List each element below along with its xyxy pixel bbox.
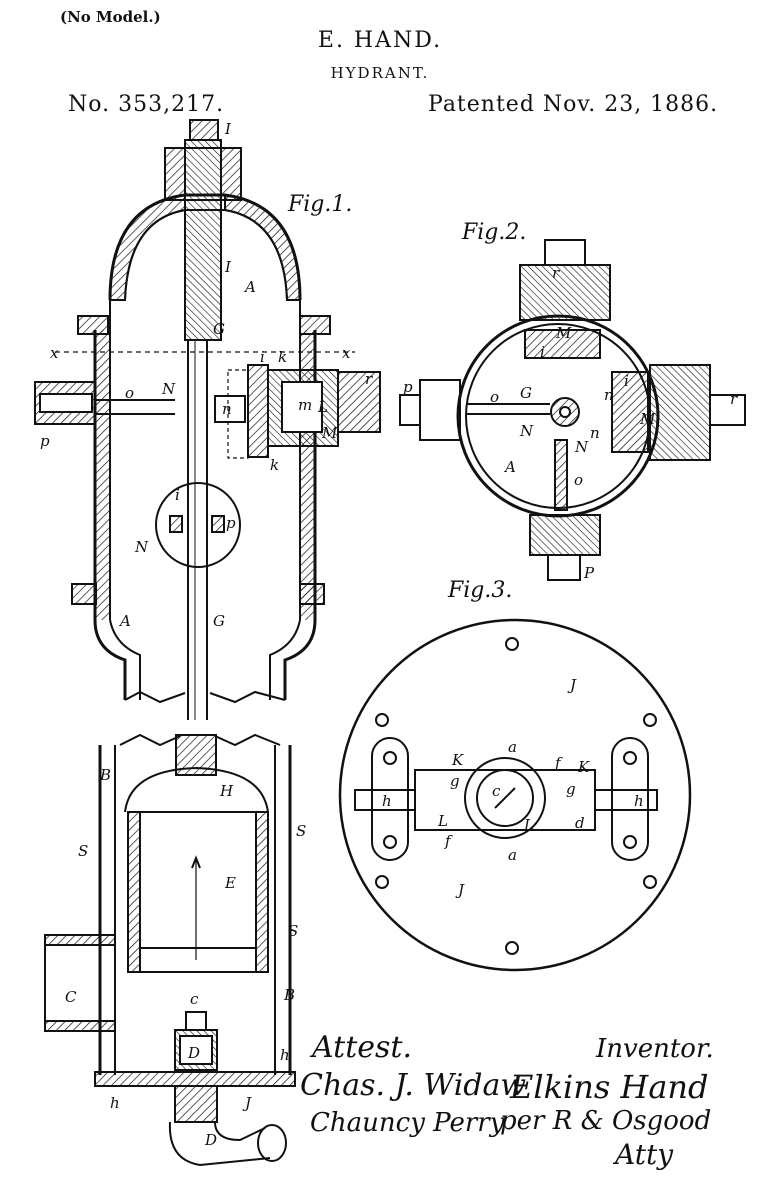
svg-text:G: G	[213, 320, 225, 338]
svg-text:c: c	[190, 990, 199, 1008]
svg-text:A: A	[243, 278, 256, 296]
svg-text:m: m	[298, 396, 312, 414]
svg-text:S: S	[78, 842, 88, 860]
svg-text:n: n	[590, 424, 600, 442]
svg-text:J: J	[242, 1094, 252, 1112]
svg-text:M: M	[639, 410, 656, 428]
attorney-signature: per R & Osgood	[500, 1106, 711, 1136]
svg-text:J: J	[567, 676, 577, 694]
svg-text:M: M	[555, 324, 572, 342]
svg-text:E: E	[224, 874, 236, 892]
svg-text:G: G	[520, 384, 532, 402]
svg-text:N: N	[134, 538, 149, 556]
svg-text:i: i	[540, 343, 545, 361]
svg-text:i: i	[624, 372, 629, 390]
svg-text:J: J	[455, 881, 465, 899]
svg-text:D: D	[187, 1044, 200, 1062]
svg-text:N: N	[519, 422, 534, 440]
svg-text:r: r	[365, 370, 373, 388]
fig1-lower-drawing: H B E S S S C B D c h J h	[45, 735, 306, 1165]
fig2-drawing: r M i r i M p o G n n N N o A P	[400, 240, 745, 582]
attest-label: Attest.	[312, 1030, 412, 1065]
svg-text:o: o	[574, 471, 583, 489]
witness-signature-1: Chas. J. Widaw	[300, 1068, 526, 1103]
svg-text:L: L	[437, 812, 448, 830]
svg-text:C: C	[65, 988, 77, 1006]
svg-text:N: N	[574, 438, 589, 456]
svg-text:c: c	[492, 782, 501, 800]
svg-text:P: P	[583, 564, 595, 582]
svg-text:A: A	[118, 612, 131, 630]
svg-text:h: h	[280, 1046, 290, 1064]
svg-text:a: a	[508, 738, 517, 756]
svg-text:o: o	[125, 384, 134, 402]
svg-text:h: h	[110, 1094, 120, 1112]
svg-text:h: h	[382, 792, 392, 810]
svg-text:L: L	[317, 398, 328, 416]
svg-text:r: r	[730, 390, 738, 408]
svg-text:p: p	[40, 432, 50, 450]
svg-text:K: K	[451, 751, 464, 769]
attorney-label: Atty	[615, 1138, 673, 1171]
fig3-drawing: J J h h c a a K K g g L L d f f	[340, 620, 690, 970]
svg-text:M: M	[321, 424, 338, 442]
svg-text:h: h	[634, 792, 644, 810]
svg-text:k: k	[270, 456, 279, 474]
svg-text:a: a	[508, 846, 517, 864]
svg-text:H: H	[219, 782, 234, 800]
svg-text:S: S	[288, 922, 298, 940]
inventor-signature: Elkins Hand	[510, 1068, 709, 1106]
svg-text:o: o	[490, 388, 499, 406]
svg-text:i: i	[175, 486, 180, 504]
svg-text:d: d	[575, 814, 585, 832]
svg-text:g: g	[566, 780, 576, 798]
fig1-drawing: I I A x x G G p o N n	[35, 120, 380, 720]
svg-text:I: I	[224, 120, 232, 138]
svg-text:g: g	[450, 772, 460, 790]
svg-text:D: D	[204, 1131, 217, 1149]
witness-signature-2: Chauncy Perry	[310, 1108, 504, 1138]
svg-text:f: f	[444, 832, 453, 850]
svg-text:K: K	[577, 758, 590, 776]
svg-text:N: N	[161, 380, 176, 398]
svg-text:A: A	[503, 458, 516, 476]
svg-text:x: x	[342, 344, 351, 362]
svg-text:r: r	[552, 264, 560, 282]
svg-text:k: k	[278, 348, 287, 366]
svg-text:n: n	[222, 400, 232, 418]
svg-text:G: G	[213, 612, 225, 630]
svg-text:S: S	[296, 822, 306, 840]
svg-text:n: n	[604, 386, 614, 404]
svg-text:p: p	[226, 514, 236, 532]
svg-text:L: L	[523, 816, 534, 834]
svg-text:B: B	[283, 986, 295, 1004]
svg-text:p: p	[403, 378, 413, 396]
svg-text:x: x	[50, 344, 59, 362]
svg-text:i: i	[260, 348, 265, 366]
svg-text:I: I	[224, 258, 232, 276]
inventor-label: Inventor.	[596, 1034, 714, 1064]
